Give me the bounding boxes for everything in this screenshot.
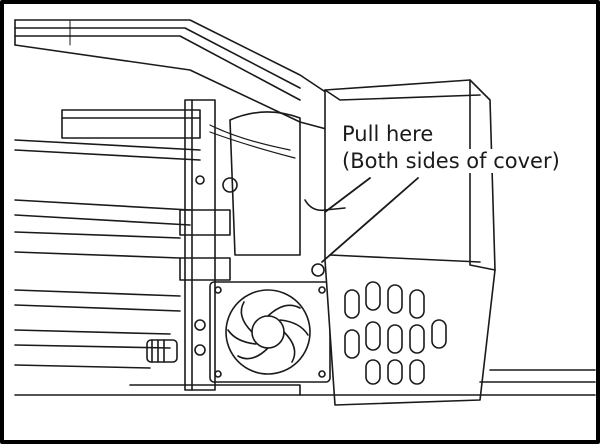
left-rails (14, 139, 201, 369)
callout-label-pull-here: Pull here (340, 122, 436, 147)
pulley (146, 339, 178, 363)
carriage-bracket (179, 99, 231, 391)
cooling-fan (209, 281, 331, 383)
carriage-plate (61, 109, 201, 139)
base-rails (14, 369, 596, 396)
motor-housing (209, 111, 301, 256)
callout-label-both-sides: (Both sides of cover) (340, 149, 562, 174)
leader-lines (321, 177, 419, 263)
